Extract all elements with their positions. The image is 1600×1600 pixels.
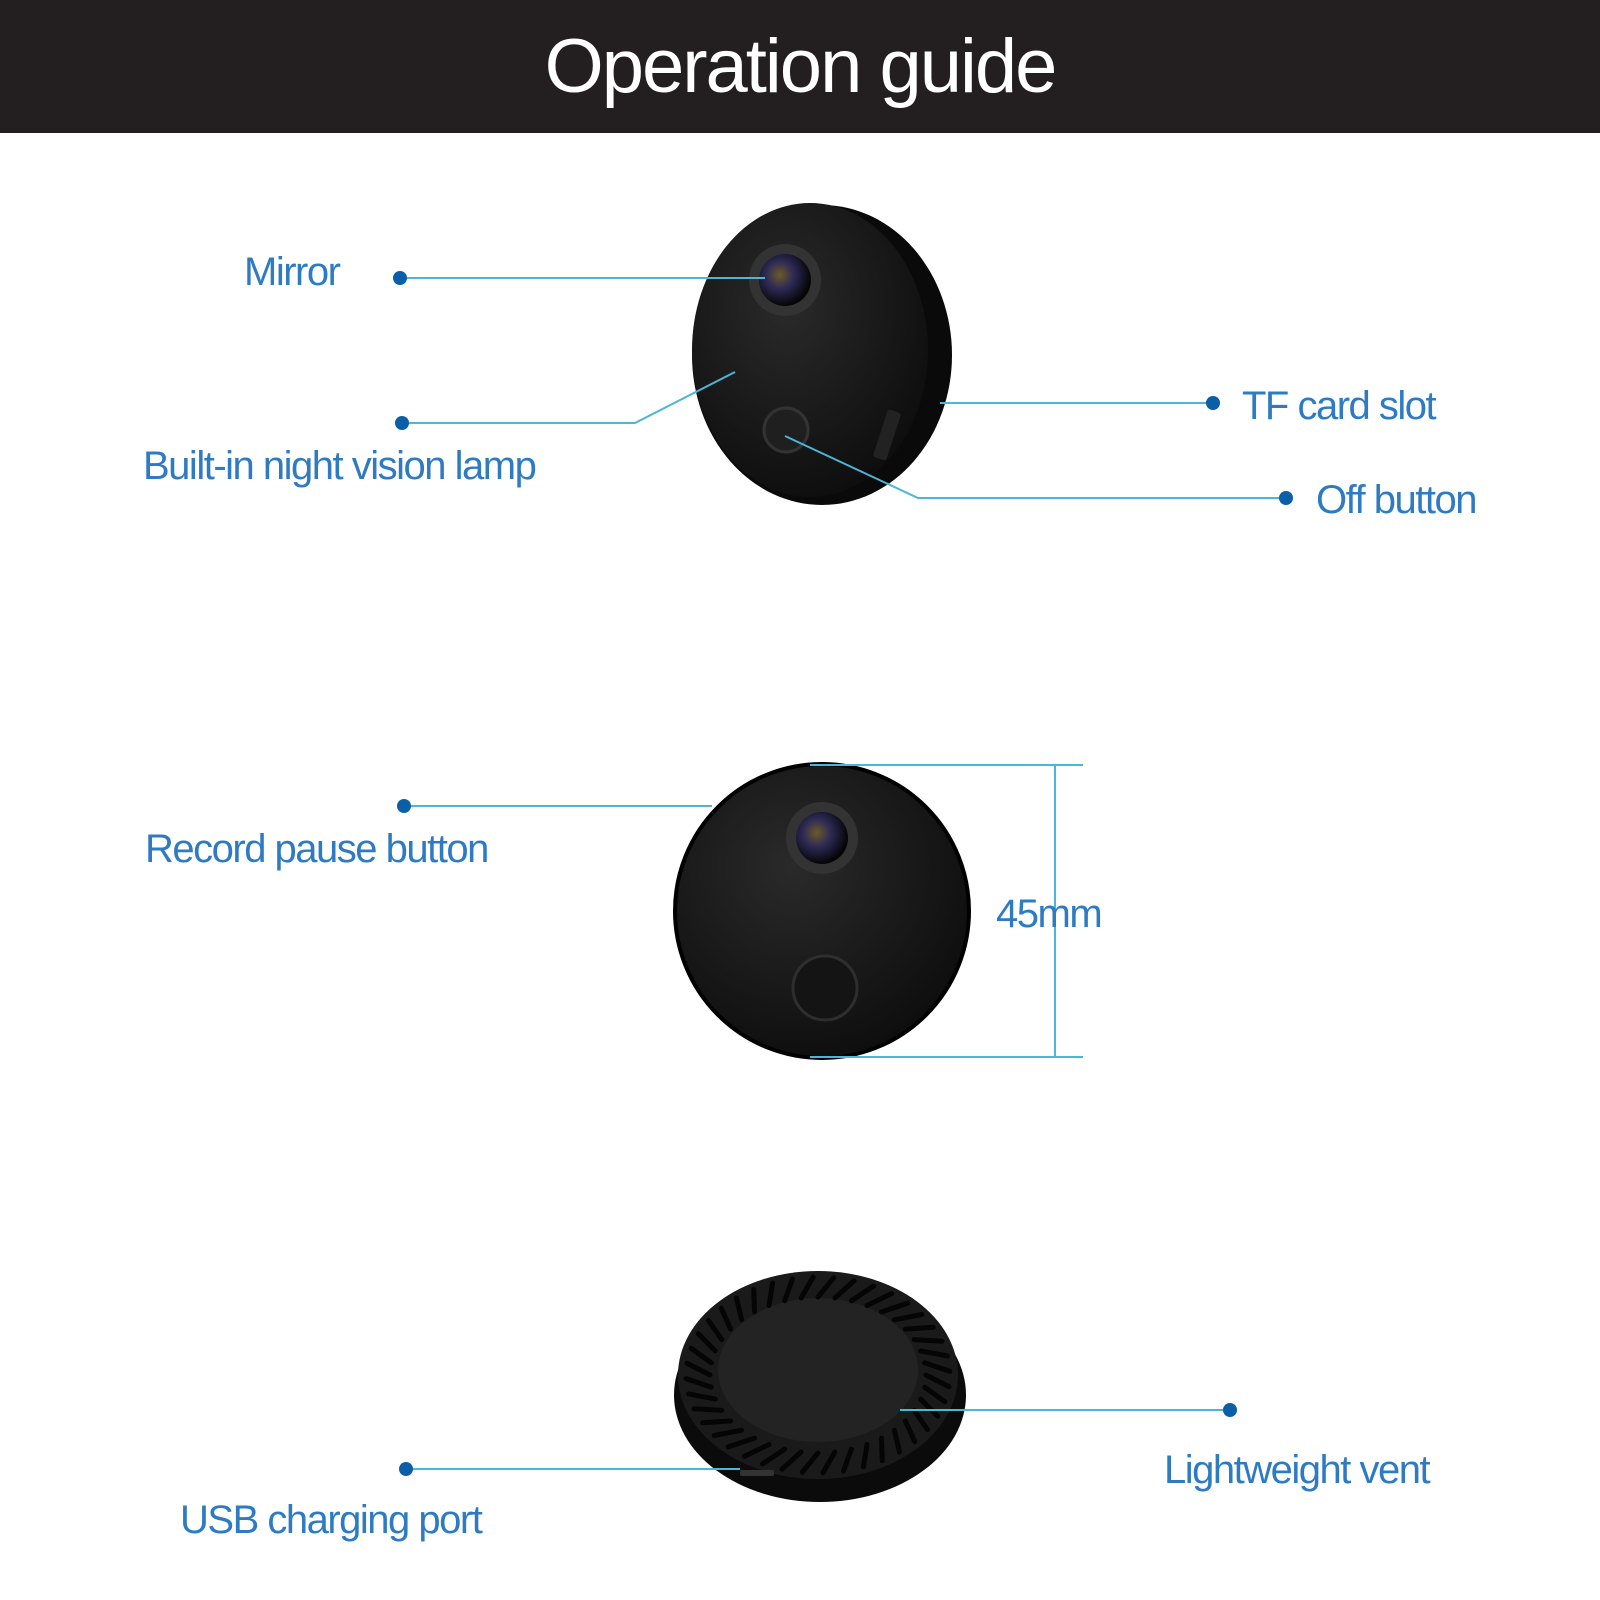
leader-night-vision (402, 371, 736, 424)
vent-slot (718, 1305, 734, 1332)
page-title: Operation guide (544, 24, 1058, 109)
vent-slot (751, 1286, 758, 1315)
header-bar: Operation guide (0, 0, 1600, 133)
vent-slot (741, 1441, 772, 1459)
vent-slot (911, 1337, 945, 1344)
vent-slot (759, 1446, 788, 1467)
vent-slot (923, 1372, 952, 1390)
label-vent: Lightweight vent (1164, 1448, 1431, 1492)
vent-slots (683, 1274, 953, 1476)
vent-slot (683, 1376, 714, 1390)
vent-slot (688, 1345, 714, 1366)
vent-slot (922, 1384, 948, 1405)
vent-slot (779, 1449, 804, 1472)
label-tf-card: TF card slot (1242, 384, 1437, 428)
dimension-marker (810, 764, 1083, 1058)
vent-slot (782, 1276, 796, 1304)
vent-slot (878, 1435, 885, 1464)
dot-vent (1223, 1403, 1237, 1417)
vent-slot (798, 1274, 816, 1301)
dot-record-pause (397, 799, 411, 813)
dot-tf-card (1206, 396, 1220, 410)
vent-slot (832, 1278, 857, 1301)
vent-slot (691, 1406, 725, 1413)
vent-slot (684, 1360, 713, 1378)
vent-slot (918, 1396, 941, 1419)
dot-mirror (393, 271, 407, 285)
label-usb: USB charging port (180, 1498, 483, 1542)
vent-slot (891, 1311, 925, 1323)
label-mirror: Mirror (244, 250, 341, 294)
vent-slot (848, 1283, 877, 1304)
vent-slot (766, 1280, 776, 1309)
vent-slot (725, 1435, 758, 1450)
vent-slot (891, 1427, 902, 1455)
vent-slot (840, 1446, 854, 1474)
vent-slot (799, 1450, 821, 1475)
camera-back (674, 1271, 966, 1502)
vent-slot (705, 1317, 725, 1343)
camera-front (673, 762, 971, 1060)
camera-front-angled (692, 203, 952, 505)
vent-slot (864, 1291, 895, 1309)
leader-off-button (784, 435, 1286, 499)
vent-slot (922, 1360, 953, 1374)
dot-usb (399, 1462, 413, 1476)
vent-slot (815, 1275, 837, 1300)
vent-slot (902, 1324, 936, 1332)
vent-slot (902, 1418, 918, 1445)
label-off-button: Off button (1316, 478, 1477, 522)
vent-slot (711, 1427, 745, 1439)
vent-slot (860, 1441, 870, 1470)
vent-slot (734, 1295, 745, 1323)
label-dimension: 45mm (996, 892, 1103, 936)
vent-slot (700, 1418, 734, 1426)
vent-slot (695, 1331, 718, 1354)
vent-slot (918, 1348, 951, 1359)
dot-off-button (1279, 491, 1293, 505)
vent-slot (685, 1391, 718, 1402)
label-record-pause: Record pause button (145, 827, 489, 871)
dot-night-vision (395, 416, 409, 430)
vent-slot (878, 1300, 911, 1315)
vent-slot (911, 1407, 931, 1433)
label-night-vision: Built-in night vision lamp (143, 444, 537, 488)
vent-slot (820, 1449, 838, 1476)
